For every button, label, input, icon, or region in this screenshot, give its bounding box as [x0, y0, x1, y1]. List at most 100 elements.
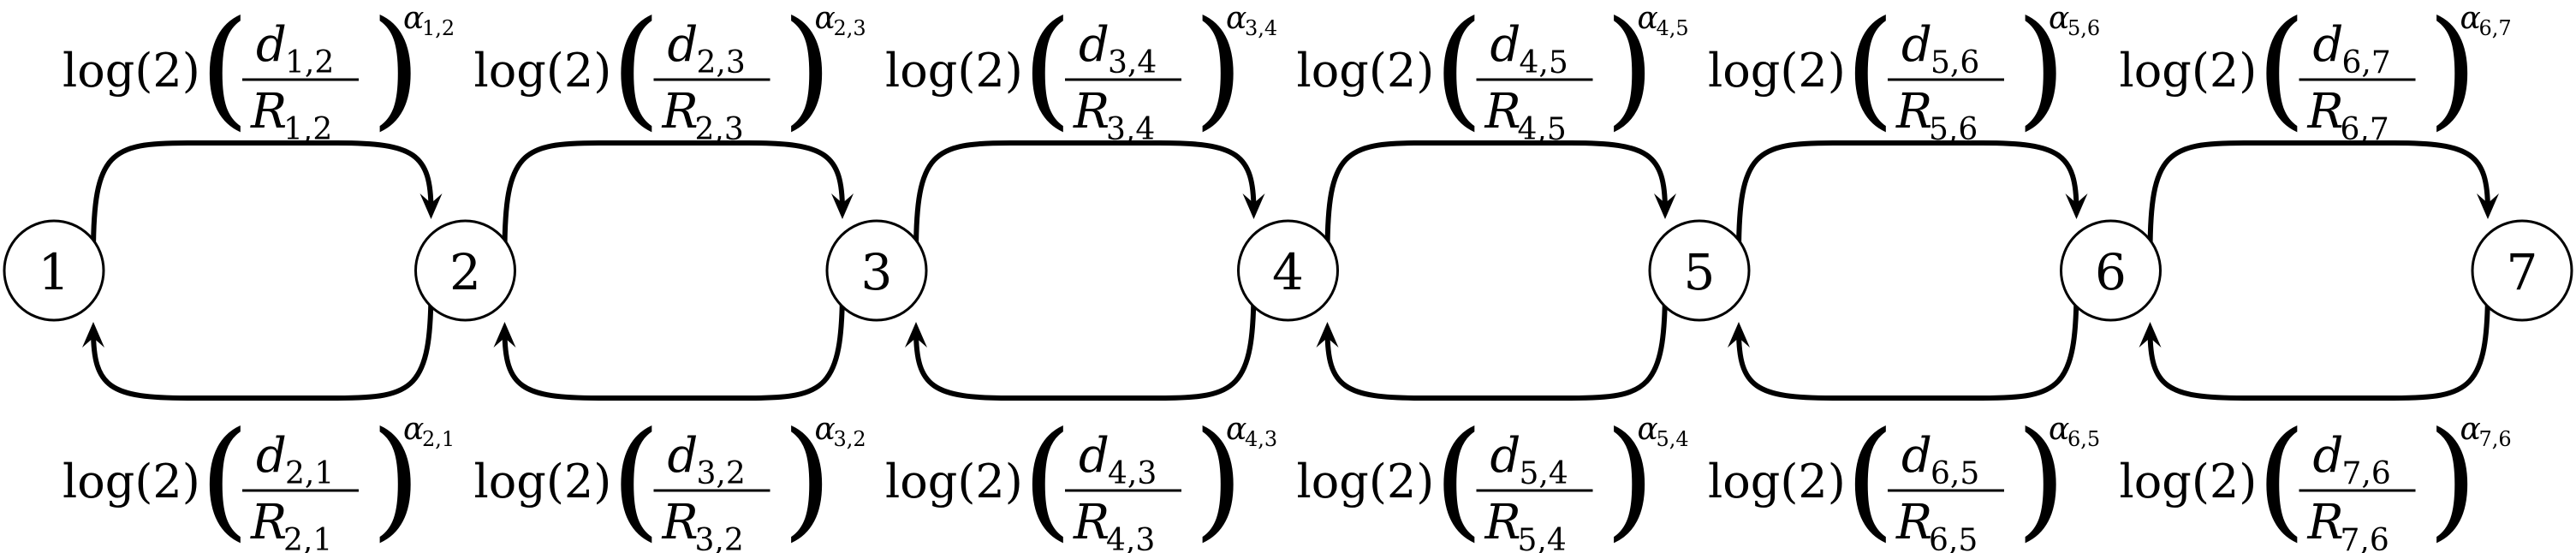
denominator-var: R — [250, 495, 287, 550]
left-paren: ( — [1845, 405, 1895, 553]
exponent-sub: 3,4 — [1245, 16, 1277, 40]
node-7: 7 — [2471, 219, 2573, 322]
right-paren: ) — [782, 405, 833, 553]
log-text: log(2) — [885, 44, 1023, 98]
edges-layer — [82, 140, 2499, 401]
exponent-var: α — [403, 1, 424, 36]
backward-edge-4-3 — [913, 287, 1257, 401]
denominator-var: R — [250, 84, 287, 140]
forward-edge-label-5-6: log(2)(d5,6R5,6)α5,6 — [1708, 0, 2100, 147]
exponent-var: α — [2460, 412, 2481, 447]
arrowhead-icon — [2139, 322, 2162, 348]
numerator-var: d — [1079, 17, 1110, 73]
exponent-sub: 6,5 — [2067, 427, 2100, 451]
left-paren: ( — [1434, 405, 1484, 553]
numerator-var: d — [256, 17, 287, 73]
exponent-var: α — [815, 412, 836, 447]
log-text: log(2) — [2120, 44, 2258, 98]
denominator-sub: 7,6 — [2341, 523, 2389, 553]
backward-edge-label-3-2: log(2)(d3,2R3,2)α3,2 — [474, 405, 866, 553]
forward-edge-2-3 — [502, 140, 845, 254]
exponent-sub: 3,2 — [834, 427, 866, 451]
denominator-var: R — [1073, 495, 1110, 550]
node-4: 4 — [1237, 219, 1339, 322]
log-text: log(2) — [62, 455, 200, 508]
exponent-var: α — [1638, 1, 1658, 36]
numerator-var: d — [1901, 17, 1932, 73]
left-paren: ( — [199, 405, 250, 553]
numerator-sub: 3,2 — [697, 456, 746, 491]
forward-edge-label-4-5: log(2)(d4,5R4,5)α4,5 — [1297, 0, 1689, 147]
exponent-var: α — [2460, 1, 2481, 36]
backward-edge-6-5 — [1736, 287, 2079, 401]
right-paren: ) — [2016, 405, 2067, 553]
denominator-sub: 3,4 — [1106, 112, 1155, 147]
log-text: log(2) — [1708, 44, 1846, 98]
backward-edge-label-7-6: log(2)(d7,6R7,6)α7,6 — [2120, 405, 2512, 553]
log-text: log(2) — [474, 455, 612, 508]
node-circle — [825, 219, 928, 322]
backward-edge-label-2-1: log(2)(d2,1R2,1)α2,1 — [62, 405, 455, 553]
denominator-var: R — [2307, 84, 2344, 140]
backward-edge-label-4-3: log(2)(d4,3R4,3)α4,3 — [885, 405, 1277, 553]
arrowhead-icon — [1316, 322, 1339, 348]
denominator-var: R — [662, 495, 699, 550]
log-text: log(2) — [1297, 44, 1435, 98]
numerator-sub: 4,5 — [1520, 45, 1568, 80]
node-circle — [3, 219, 105, 322]
numerator-sub: 5,4 — [1520, 456, 1568, 491]
denominator-sub: 5,4 — [1518, 523, 1567, 553]
forward-edge-label-2-3: log(2)(d2,3R2,3)α2,3 — [474, 0, 866, 147]
log-text: log(2) — [62, 44, 200, 98]
node-5: 5 — [1648, 219, 1751, 322]
exponent-var: α — [815, 1, 836, 36]
node-label: 2 — [449, 243, 481, 301]
arrowhead-icon — [1728, 322, 1750, 348]
arrowhead-icon — [2477, 193, 2499, 219]
backward-edge-2-1 — [91, 287, 434, 401]
log-text: log(2) — [885, 455, 1023, 508]
numerator-var: d — [256, 428, 287, 484]
right-paren: ) — [2428, 0, 2478, 143]
numerator-sub: 5,6 — [1931, 45, 1979, 80]
numerator-var: d — [1079, 428, 1110, 484]
backward-edge-label-5-4: log(2)(d5,4R5,4)α5,4 — [1297, 405, 1689, 553]
node-2: 2 — [414, 219, 516, 322]
backward-edge-5-4 — [1324, 287, 1668, 401]
right-paren: ) — [1605, 405, 1656, 553]
node-circle — [414, 219, 516, 322]
numerator-sub: 7,6 — [2342, 456, 2391, 491]
exponent-sub: 2,1 — [422, 427, 455, 451]
exponent-sub: 4,5 — [1657, 16, 1689, 40]
exponent-sub: 6,7 — [2479, 16, 2512, 40]
exponent-var: α — [2049, 1, 2069, 36]
left-paren: ( — [1434, 0, 1484, 143]
left-paren: ( — [1845, 0, 1895, 143]
denominator-sub: 6,7 — [2341, 112, 2389, 147]
right-paren: ) — [1605, 0, 1656, 143]
node-label: 7 — [2507, 243, 2538, 301]
node-label: 5 — [1684, 243, 1716, 301]
left-paren: ( — [2257, 0, 2307, 143]
denominator-sub: 6,5 — [1929, 523, 1978, 553]
forward-edge-4-5 — [1324, 140, 1668, 254]
numerator-var: d — [668, 17, 699, 73]
log-text: log(2) — [1708, 455, 1846, 508]
numerator-sub: 2,3 — [697, 45, 746, 80]
exponent-var: α — [403, 412, 424, 447]
right-paren: ) — [371, 405, 421, 553]
exponent-sub: 5,4 — [1657, 427, 1689, 451]
numerator-sub: 1,2 — [285, 45, 334, 80]
exponent-var: α — [2049, 412, 2069, 447]
arrowhead-icon — [831, 193, 854, 219]
backward-edge-3-2 — [502, 287, 845, 401]
forward-edge-3-4 — [913, 140, 1257, 254]
forward-edge-label-6-7: log(2)(d6,7R6,7)α6,7 — [2120, 0, 2512, 147]
log-text: log(2) — [474, 44, 612, 98]
node-circle — [1648, 219, 1751, 322]
node-label: 1 — [39, 243, 70, 301]
denominator-sub: 4,5 — [1518, 112, 1567, 147]
edge-labels-layer: log(2)(d1,2R1,2)α1,2log(2)(d2,3R2,3)α2,3… — [62, 0, 2512, 553]
exponent-var: α — [1226, 412, 1246, 447]
